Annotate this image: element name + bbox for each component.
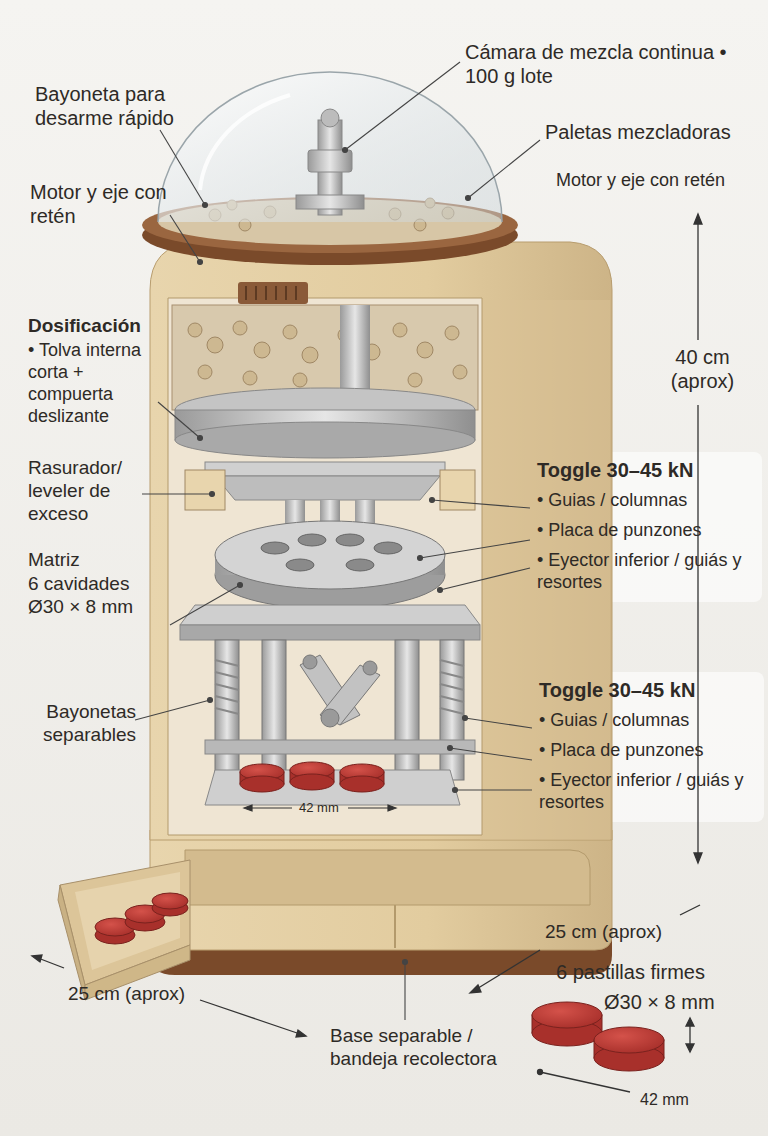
callout-label: Ø30 × 8 mm [604, 990, 715, 1014]
label-holder: • Eyector inferior / guiás y resortes [537, 550, 759, 594]
callout-label: 40 cm (aprox) [655, 345, 750, 394]
label-holder: Bayoneta para desarme rápido [35, 82, 205, 131]
callout-label: Motor y eje con retén [556, 170, 725, 192]
label-holder: 42 mm [299, 800, 339, 816]
label-holder: Bayonetas separables [18, 700, 136, 746]
label-holder: Ø30 × 8 mm [604, 990, 715, 1014]
callout-label: Paletas mezcladoras [545, 120, 731, 144]
label-holder: Base separable / bandeja recolectora [330, 1024, 530, 1070]
callout-label: • Tolva interna corta + compuerta desliz… [28, 340, 163, 428]
label-holder: Cámara de mezcla continua • 100 g lote [465, 40, 745, 89]
callout-label: Toggle 30–45 kN [539, 678, 695, 702]
label-holder: Dosificación [28, 314, 141, 337]
label-holder: Toggle 30–45 kN [537, 458, 693, 482]
callout-label: 25 cm (aprox) [545, 920, 662, 943]
callout-label: • Placa de punzones [539, 740, 761, 762]
callout-label: • Guias / columnas [537, 490, 759, 512]
label-holder: Matriz [28, 548, 80, 571]
callout-label: Cámara de mezcla continua • 100 g lote [465, 40, 745, 89]
callout-label: • Eyector inferior / guiás y resortes [537, 550, 759, 594]
label-holder: 40 cm (aprox) [655, 345, 750, 394]
label-holder: 25 cm (aprox) [545, 920, 662, 943]
callout-label: Bayoneta para desarme rápido [35, 82, 205, 131]
callout-label: Bayonetas separables [18, 700, 136, 746]
callout-label: Rasurador/ leveler de exceso [28, 456, 148, 526]
callout-label: 42 mm [640, 1090, 689, 1110]
callout-label: • Guias / columnas [539, 710, 761, 732]
label-holder: Motor y eje con retén [30, 180, 180, 229]
label-holder: 42 mm [640, 1090, 689, 1110]
callout-label: Base separable / bandeja recolectora [330, 1024, 530, 1070]
label-holder: • Guias / columnas [539, 710, 761, 732]
label-holder: • Guias / columnas [537, 490, 759, 512]
callout-label: • Eyector inferior / guiás y resortes [539, 770, 761, 814]
label-holder: • Eyector inferior / guiás y resortes [539, 770, 761, 814]
label-holder: Toggle 30–45 kN [539, 678, 695, 702]
callout-label: • Placa de punzones [537, 520, 759, 542]
callout-label: 6 cavidades Ø30 × 8 mm [28, 572, 158, 618]
label-holder: Paletas mezcladoras [545, 120, 731, 144]
label-holder: Motor y eje con retén [556, 170, 725, 192]
callout-label: 6 pastillas firmes [556, 960, 705, 984]
label-holder: 25 cm (aprox) [68, 982, 185, 1005]
callout-label: 25 cm (aprox) [68, 982, 185, 1005]
label-holder: 6 cavidades Ø30 × 8 mm [28, 572, 158, 618]
callout-label: Motor y eje con retén [30, 180, 180, 229]
callout-label: Dosificación [28, 314, 141, 337]
callout-label: 42 mm [299, 800, 339, 816]
label-holder: • Tolva interna corta + compuerta desliz… [28, 340, 163, 428]
label-holder: 6 pastillas firmes [556, 960, 705, 984]
label-holder: • Placa de punzones [537, 520, 759, 542]
callout-label: Toggle 30–45 kN [537, 458, 693, 482]
callout-label: Matriz [28, 548, 80, 571]
label-holder: • Placa de punzones [539, 740, 761, 762]
label-holder: Rasurador/ leveler de exceso [28, 456, 148, 526]
